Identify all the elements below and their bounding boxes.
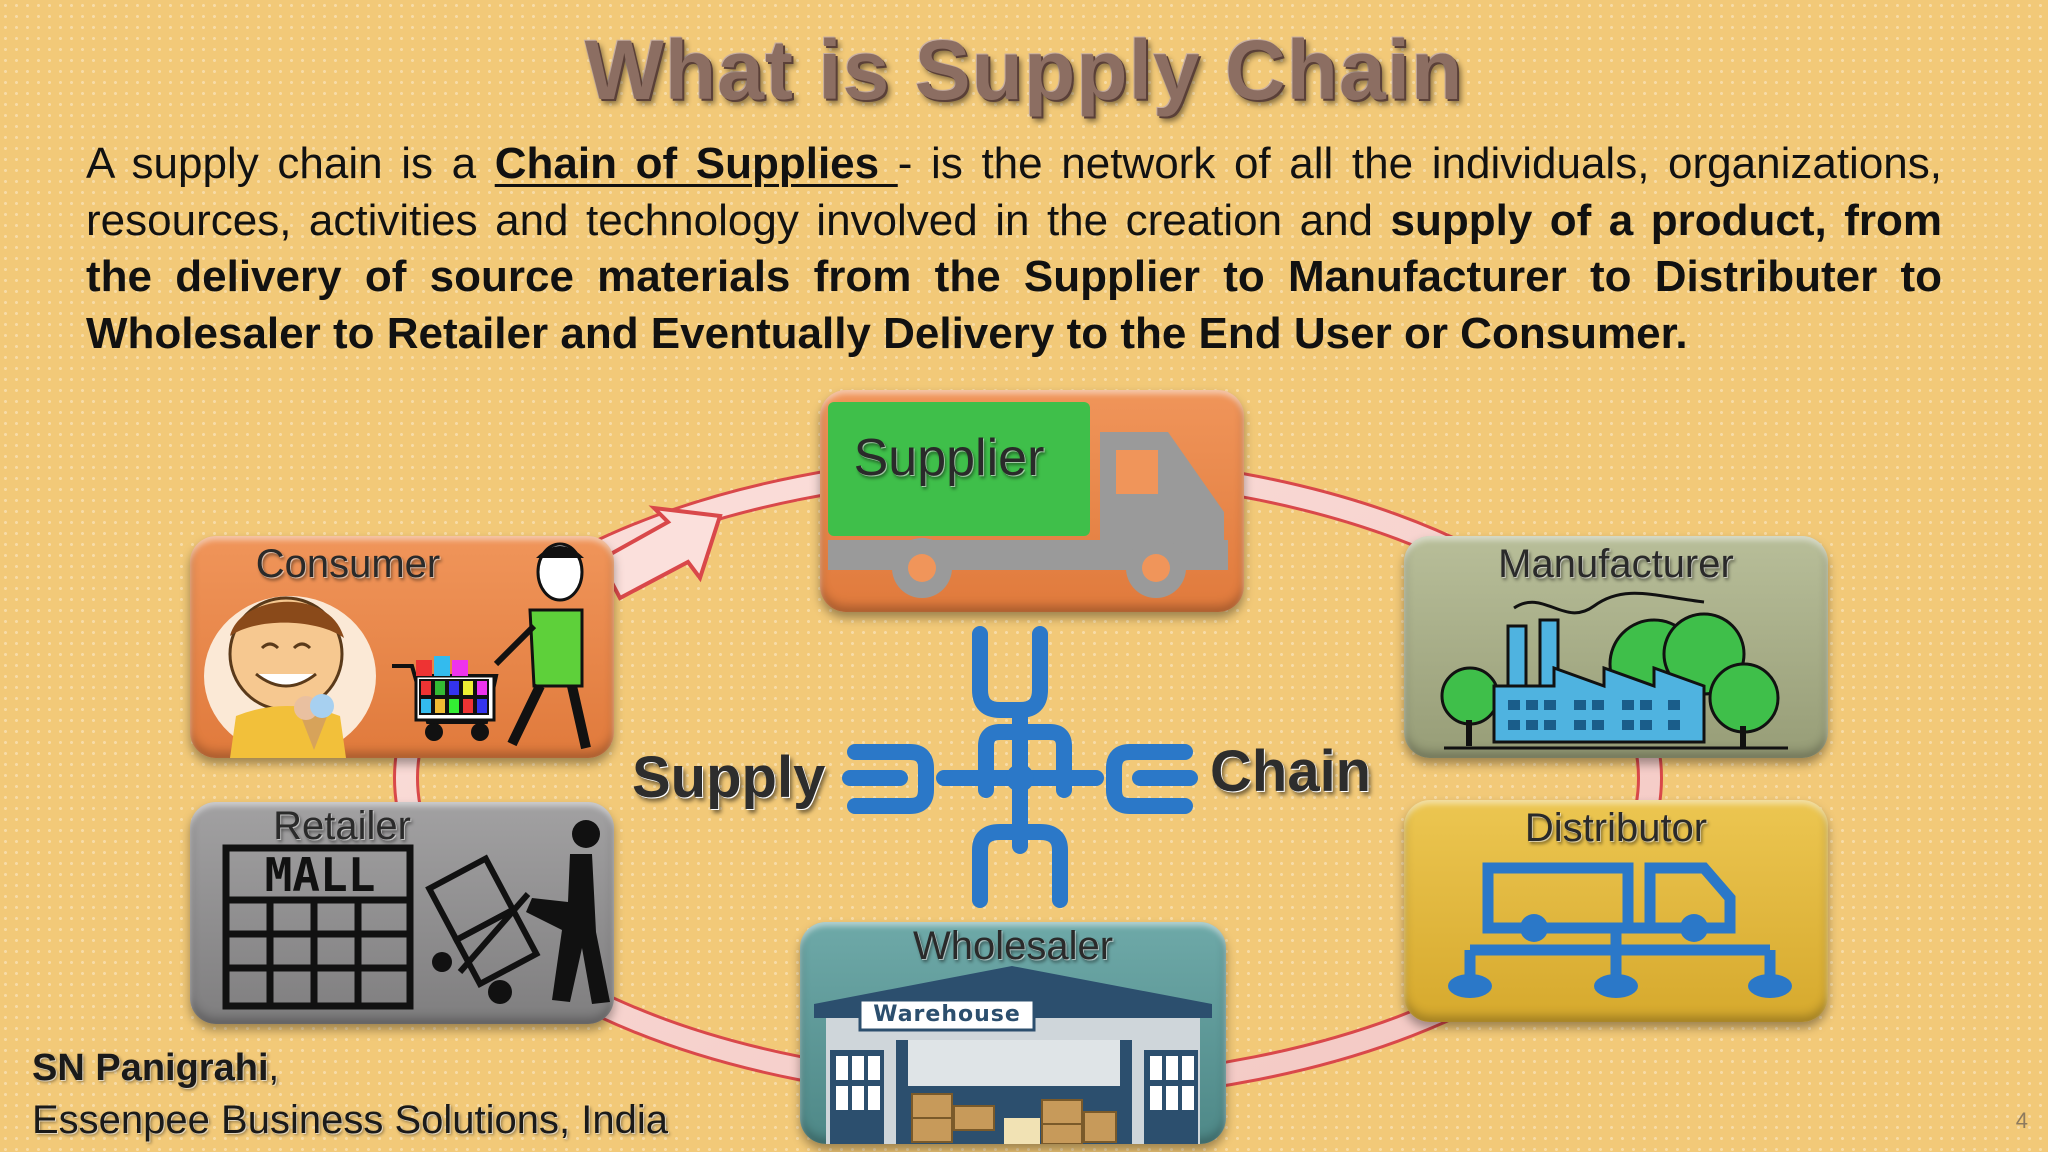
manufacturer-label: Manufacturer	[1498, 542, 1734, 586]
distributor-card: Distributor	[1404, 800, 1828, 1022]
mall-shopping-icon	[222, 820, 610, 1010]
consumer-card: Consumer	[190, 536, 614, 758]
author-name: SN Panigrahi,	[32, 1047, 279, 1090]
mall-sign: MALL	[264, 848, 376, 902]
slide-number: 4	[2015, 1108, 2028, 1133]
definition-middle: - is the network of all the individuals,…	[86, 139, 1942, 245]
wholesaler-label: Wholesaler	[912, 924, 1114, 968]
retailer-card: Retailer MALL	[190, 802, 614, 1024]
definition-intro: A supply chain is a	[86, 139, 495, 188]
supplier-label: Supplier	[853, 429, 1045, 487]
definition-bold-tail: supply of a product, from the delivery o…	[86, 195, 1942, 358]
warehouse-sign: Warehouse	[873, 1002, 1021, 1027]
warehouse-icon	[814, 966, 1212, 1144]
supply-word: Supply	[632, 745, 826, 810]
cycle-arrow-icon	[597, 505, 723, 601]
author-name-suffix: ,	[268, 1047, 280, 1089]
factory-icon	[1440, 591, 1788, 750]
author-name-text: SN Panigrahi	[32, 1047, 269, 1089]
supplier-card: Supplier	[820, 390, 1244, 612]
wholesaler-card: Wholesaler Warehouse	[800, 922, 1226, 1144]
consumer-shopping-icon	[204, 542, 591, 758]
distributor-label: Distributor	[1524, 806, 1708, 850]
consumer-label: Consumer	[255, 542, 441, 586]
truck-icon	[828, 402, 1228, 598]
definition-paragraph: A supply chain is a Chain of Supplies - …	[86, 136, 1942, 362]
chain-word: Chain	[1210, 739, 1372, 804]
retailer-label: Retailer	[273, 804, 411, 848]
author-organization: Essenpee Business Solutions, India	[32, 1098, 668, 1142]
distribution-network-icon	[1448, 862, 1792, 998]
manufacturer-card: Manufacturer	[1404, 536, 1828, 758]
slide-title: What is Supply Chain	[584, 23, 1464, 117]
definition-highlight: Chain of Supplies	[494, 139, 898, 188]
